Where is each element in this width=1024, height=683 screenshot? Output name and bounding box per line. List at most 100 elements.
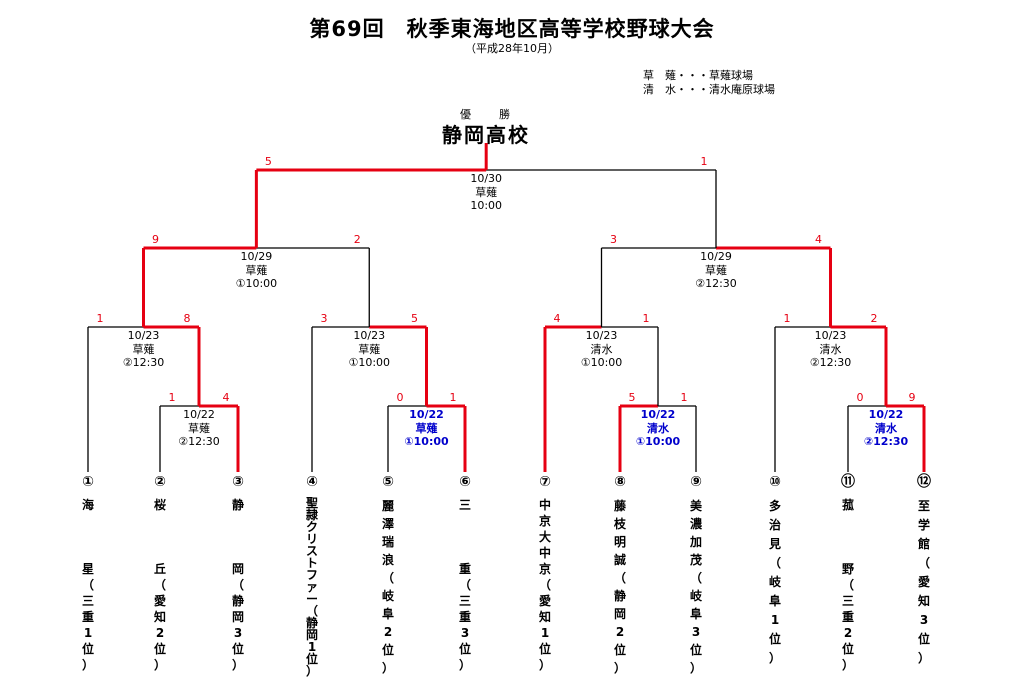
score-right: 9	[909, 391, 916, 404]
team-name-char: 1	[540, 626, 550, 640]
team-name-char: 1	[83, 626, 93, 640]
team-name-char: 枝	[613, 517, 626, 531]
team-name-char: （	[917, 556, 930, 570]
team-name-char	[835, 529, 861, 545]
team-seed-number: ①	[82, 474, 94, 490]
team-name-char: 3	[919, 613, 929, 627]
match-venue: 草薙	[705, 263, 727, 277]
match-time: ①10:00	[580, 356, 623, 369]
team-name-char: 岡	[613, 607, 626, 621]
score-left: 1	[169, 391, 176, 404]
team-name-char: （	[613, 571, 626, 585]
legend-short: 清 水	[643, 83, 676, 96]
team-name-char: 岡	[305, 628, 318, 642]
team-name-char: ）	[841, 658, 854, 672]
team-name-char: 重	[81, 610, 94, 624]
team-name-char: 重	[458, 562, 471, 576]
team-seed-number: ⑧	[614, 474, 626, 490]
match-time: ①10:00	[404, 435, 449, 448]
venue-legend-kusanagi: 草 薙・・・草薙球場	[643, 67, 753, 83]
match-venue: 草薙	[188, 421, 210, 435]
team-name-char: 聖	[305, 496, 318, 510]
team-name-char: 海	[81, 498, 94, 512]
team-name-char: （	[768, 556, 781, 570]
team-name-char: ァ	[305, 580, 318, 594]
team-name-char: 館	[917, 537, 930, 551]
team-name-char: （	[689, 571, 702, 585]
score-left: 3	[321, 312, 328, 325]
team-name-char: 阜	[689, 607, 702, 621]
team-name-char: 三	[841, 594, 854, 608]
team-name-char: 美	[689, 499, 702, 513]
legend-short: 草 薙	[643, 69, 676, 82]
team-name-char: ）	[613, 661, 626, 675]
team-name-char: 位	[538, 642, 551, 656]
team-name-char: ー	[305, 592, 318, 606]
team-name-char: （	[841, 578, 854, 592]
page-title: 第69回 秋季東海地区高等学校野球大会	[309, 17, 715, 41]
team-name-char: 位	[231, 642, 244, 656]
team-name-char: ）	[768, 651, 781, 665]
venue-legend-shimizu: 清 水・・・清水庵原球場	[643, 81, 775, 97]
team-seed-number: ⑤	[382, 474, 394, 490]
team-name-char: フ	[305, 568, 318, 582]
match-venue: 草薙	[132, 342, 155, 356]
match-date: 10/23	[814, 329, 847, 342]
team-name-char: ）	[81, 658, 94, 672]
score-right: 1	[450, 391, 457, 404]
team-name-char: ）	[231, 658, 244, 672]
match-date: 10/30	[470, 172, 503, 185]
score-left: 1	[97, 312, 104, 325]
score-right: 1	[643, 312, 650, 325]
team-name-char: 岡	[231, 610, 244, 624]
team-name-char	[75, 513, 101, 529]
team-name-char: 愛	[538, 594, 551, 608]
team-name-char: 1	[770, 613, 780, 627]
team-name-char: 1	[307, 640, 317, 654]
match-venue: 草薙	[245, 263, 268, 277]
team-name-char: 京	[538, 562, 551, 576]
team-name-char: 岐	[689, 589, 702, 603]
team-name-char	[835, 545, 861, 561]
team-seed-number: ⑦	[539, 474, 551, 490]
team-name-char	[225, 513, 251, 529]
team-name-char: 多	[768, 499, 781, 513]
team-name-char: 岡	[231, 562, 244, 576]
team-name-char: 静	[231, 498, 244, 512]
team-name-char: ）	[689, 661, 702, 675]
match-date: 10/22	[183, 408, 215, 421]
match-time: ②12:30	[695, 277, 737, 290]
team-name-char: （	[381, 571, 394, 585]
match-venue: 草薙	[415, 421, 438, 435]
team-seed-number: ⑪	[841, 474, 855, 490]
team-name-char: 三	[81, 594, 94, 608]
team-name-char: 藤	[613, 499, 626, 513]
team-name-char	[147, 529, 173, 545]
match-date: 10/22	[409, 408, 444, 421]
team-name-char: 3	[691, 625, 701, 639]
team-name-char: 2	[383, 625, 393, 639]
team-name-char	[75, 545, 101, 561]
team-name-char: 知	[538, 610, 551, 624]
team-name-char: 位	[917, 632, 930, 646]
team-name-char: 桜	[153, 498, 166, 512]
legend-separator: ・・・	[676, 69, 709, 82]
legend-separator: ・・・	[676, 83, 709, 96]
team-seed-number: ⑨	[690, 474, 702, 490]
team-name-char: 三	[458, 594, 471, 608]
